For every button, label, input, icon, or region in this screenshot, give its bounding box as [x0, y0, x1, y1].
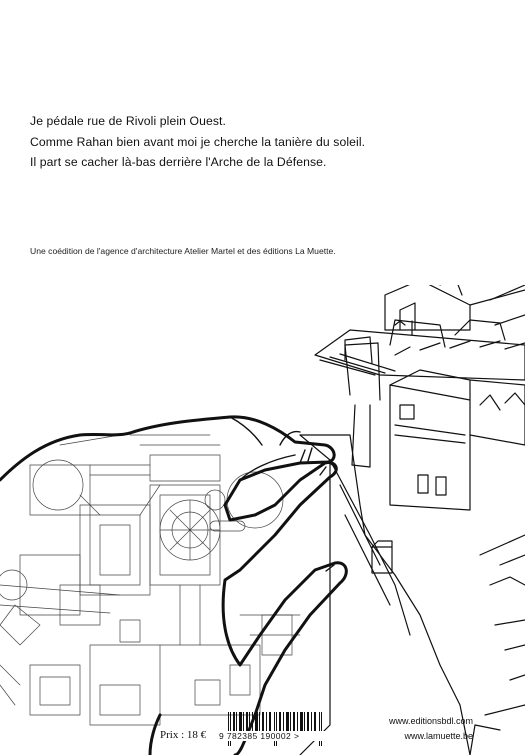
barcode-number: 9 782385 190002 >	[219, 731, 331, 741]
blurb-line-2: Comme Rahan bien avant moi je cherche la…	[30, 134, 366, 149]
rooftops-sketch	[299, 285, 525, 755]
website-editionsbdl[interactable]: www.editionsbdl.com	[388, 716, 473, 726]
barcode-icon	[228, 712, 322, 746]
blurb-line-3: Il part se cacher là-bas derrière l'Arch…	[30, 155, 327, 169]
back-cover-blurb: Je pédale rue de Rivoli plein Ouest. Com…	[30, 111, 450, 173]
hand-details	[224, 416, 337, 581]
floorplan-drawing	[0, 434, 301, 726]
price-label: Prix : 18 €	[160, 729, 207, 741]
hand-outline	[0, 415, 348, 755]
hand-over-rooftops-illustration	[0, 285, 525, 755]
website-lamuette[interactable]: www.lamuette.be	[404, 731, 473, 741]
blurb-line-1: Je pédale rue de Rivoli plein Ouest.	[30, 114, 227, 128]
coedition-credit: Une coédition de l'agence d'architecture…	[30, 246, 336, 256]
